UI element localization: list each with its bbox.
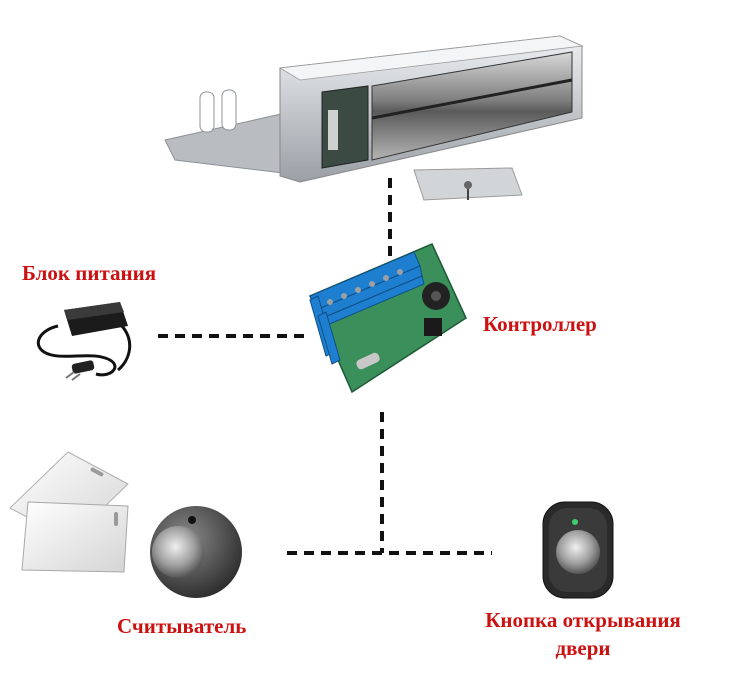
proximity-cards-icon [10,452,128,572]
controller-board-icon [310,244,466,392]
armature-plate-icon [414,168,522,200]
door-button-label: Кнопка открывания двери [452,606,714,662]
door-button-label-line2: двери [452,634,714,662]
controller-label: Контроллер [483,310,597,338]
exit-button-icon [543,502,613,598]
card-reader-icon [150,506,242,598]
electromagnetic-lock-icon [165,36,582,182]
power-supply-label: Блок питания [22,259,156,287]
connector-lines [158,178,492,553]
door-button-label-line1: Кнопка открывания [452,606,714,634]
power-adapter-icon [38,302,129,380]
reader-label: Считыватель [117,612,246,640]
